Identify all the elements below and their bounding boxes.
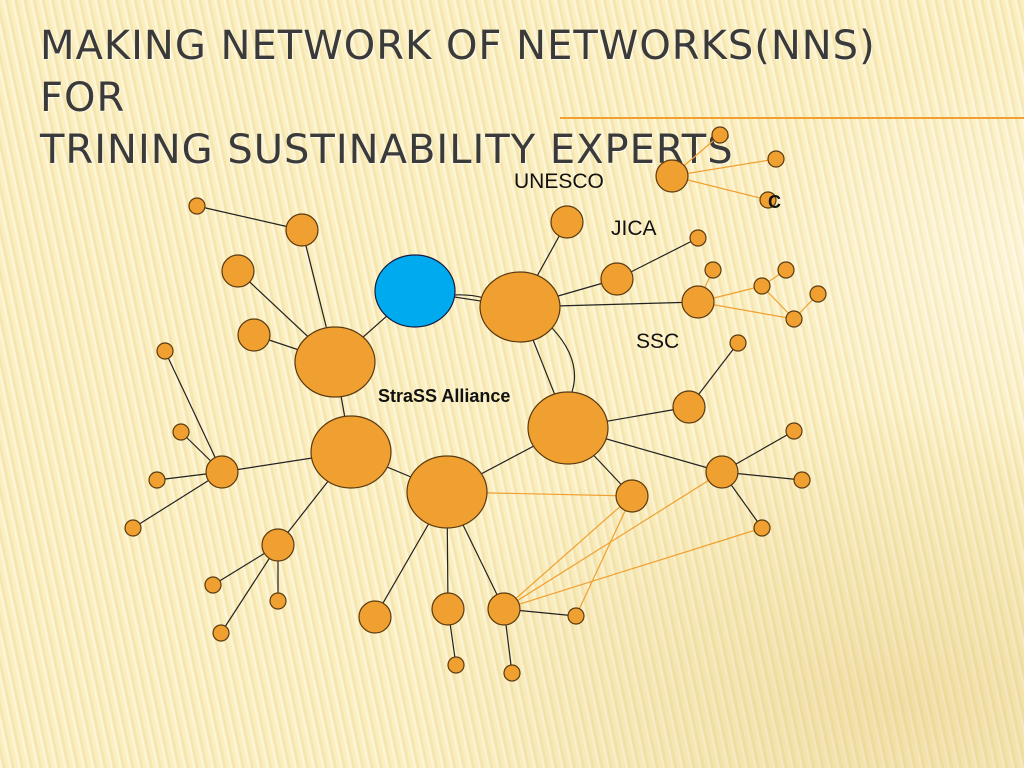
node-rA <box>672 390 706 424</box>
node-bR <box>487 592 521 626</box>
node-blue <box>374 254 456 328</box>
node-r1 <box>785 422 803 440</box>
edge-bR-rHub <box>503 471 723 610</box>
node-l2 <box>172 423 190 441</box>
slide-title-line-1: Making Network of Networks(NNS) for <box>40 23 876 121</box>
node-bL <box>358 600 392 634</box>
node-hL1 <box>294 326 376 398</box>
node-hL2 <box>310 415 392 489</box>
node-sscSmall <box>729 334 747 352</box>
title-underline <box>560 117 1024 119</box>
slide-title-line-2: Trining Sustinability Experts <box>40 127 734 173</box>
node-bFar <box>567 607 585 625</box>
label-strass-alliance: StraSS Alliance <box>378 386 511 406</box>
edge-lA-lA0 <box>196 205 303 231</box>
edge-lHub-l4 <box>132 471 223 529</box>
node-lD <box>261 528 295 562</box>
edge-lD-ld3 <box>220 544 279 634</box>
node-r3 <box>753 519 771 537</box>
node-bMs <box>447 656 465 674</box>
node-rMid <box>615 479 649 513</box>
node-s2 <box>777 261 795 279</box>
node-lC <box>237 318 271 352</box>
edge-curve-hR1-hR2 <box>551 327 576 393</box>
node-s4 <box>809 285 827 303</box>
node-l1 <box>156 342 174 360</box>
node-sscHub <box>681 285 715 319</box>
node-layer <box>124 126 827 682</box>
node-l4 <box>124 519 142 537</box>
node-jicaSmall <box>689 229 707 247</box>
label-unesco: UNESCO <box>514 170 604 193</box>
node-rHub <box>705 455 739 489</box>
slide-title: Making Network of Networks(NNS) for Trin… <box>40 20 940 176</box>
node-hB <box>406 455 488 529</box>
node-s3 <box>753 277 771 295</box>
label-jica: JICA <box>611 217 657 240</box>
node-l3 <box>148 471 166 489</box>
node-lA0 <box>188 197 206 215</box>
edge-bFar-rMid <box>575 495 633 617</box>
node-ld2 <box>269 592 287 610</box>
node-ld1 <box>204 576 222 594</box>
edge-bR-rMid <box>503 495 633 610</box>
node-s1 <box>704 261 722 279</box>
node-jicaNode <box>550 205 584 239</box>
node-r2 <box>793 471 811 489</box>
node-lA <box>285 213 319 247</box>
edge-lHub-l1 <box>164 350 223 473</box>
node-bRs <box>503 664 521 682</box>
node-unescoHub <box>655 159 689 193</box>
edge-bR-r3 <box>503 527 763 610</box>
node-bM <box>431 592 465 626</box>
node-ur1 <box>711 126 729 144</box>
label-c: C <box>768 192 781 212</box>
node-ur2 <box>767 150 785 168</box>
node-ld3 <box>212 624 230 642</box>
node-hR1 <box>479 271 561 343</box>
label-ssc: SSC <box>636 330 680 353</box>
node-s5 <box>785 310 803 328</box>
node-sscMid <box>600 262 634 296</box>
edge-unescoHub-ur2 <box>671 158 777 177</box>
node-hR2 <box>527 391 609 465</box>
node-ur3 <box>759 191 777 209</box>
node-lB <box>221 254 255 288</box>
node-lHub <box>205 455 239 489</box>
